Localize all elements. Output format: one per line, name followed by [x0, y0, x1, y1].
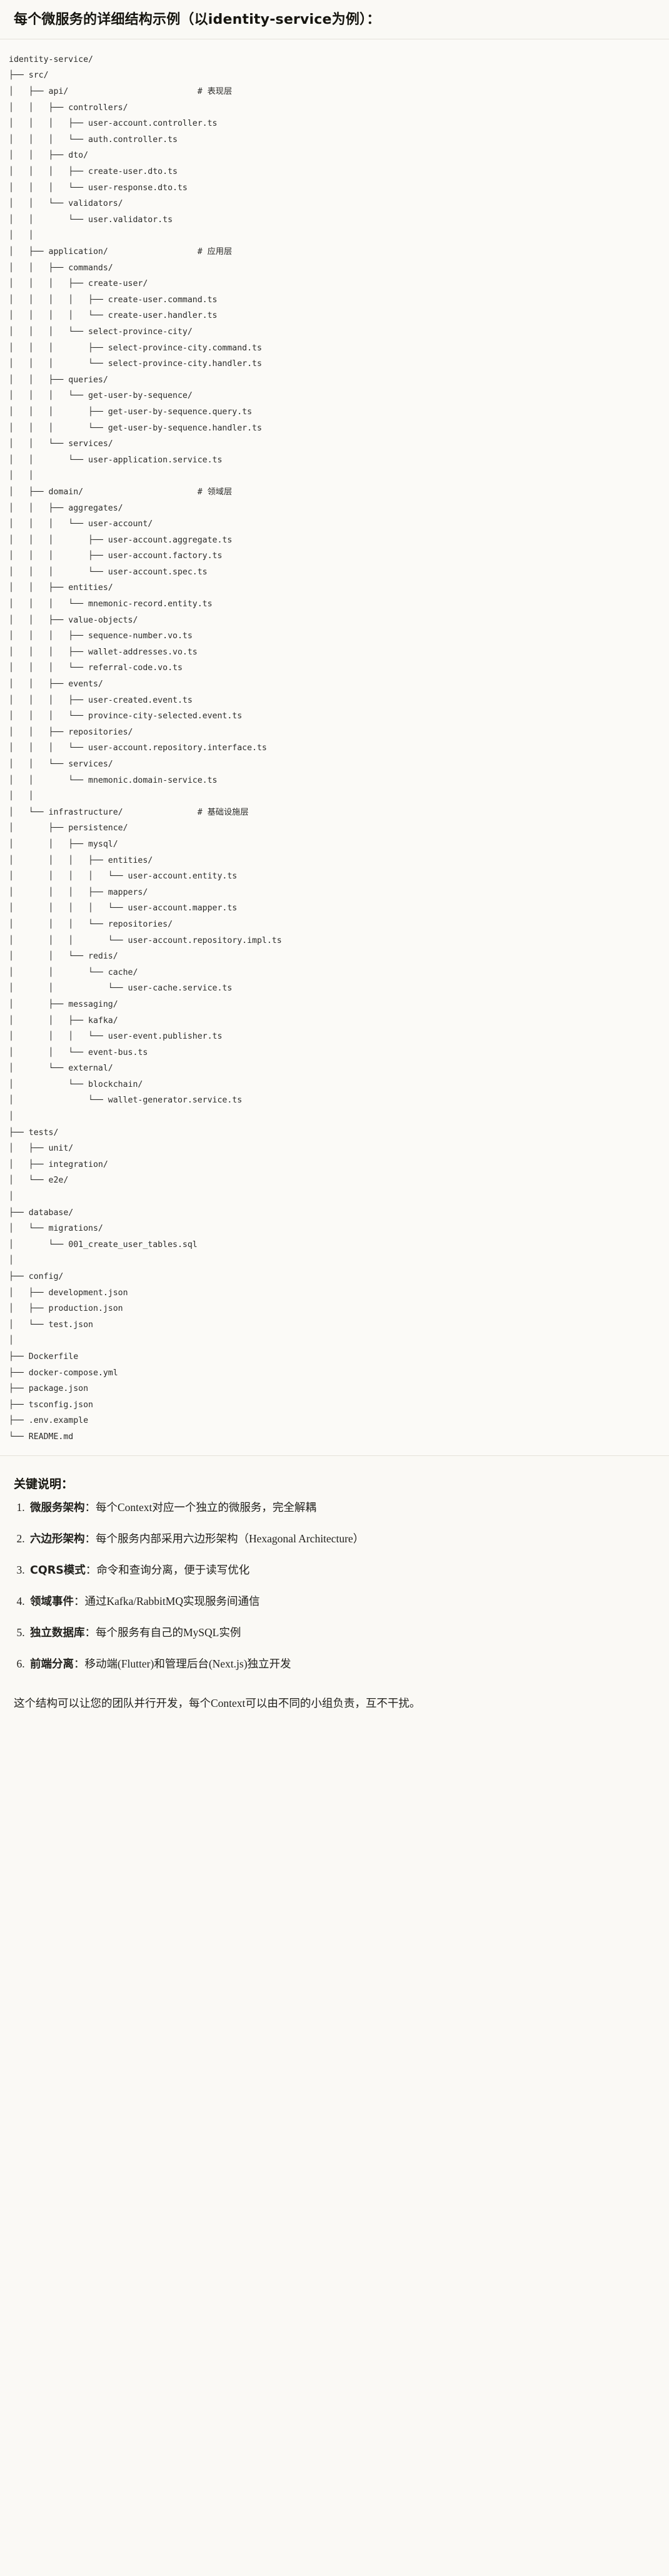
- closing-paragraph: 这个结构可以让您的团队并行开发，每个Context可以由不同的小组负责，互不干扰…: [14, 1697, 421, 1710]
- note-separator: ：: [84, 1500, 96, 1514]
- note-description: 每个服务内部采用六边形架构（Hexagonal Architecture）: [96, 1532, 365, 1545]
- note-description: 每个Context对应一个独立的微服务，完全解耦: [96, 1500, 316, 1514]
- note-description: 通过Kafka/RabbitMQ实现服务间通信: [84, 1594, 260, 1607]
- note-separator: ：: [74, 1594, 85, 1607]
- page-title-text: 每个微服务的详细结构示例（以identity-service为例）：: [14, 12, 381, 28]
- code-block: identity-service/ ├── src/ │ ├── api/ # …: [0, 39, 669, 1455]
- code-block-divider: [0, 1455, 669, 1456]
- key-notes-list: 微服务架构：每个Context对应一个独立的微服务，完全解耦 六边形架构：每个服…: [0, 1494, 669, 1674]
- note-separator: ：: [74, 1657, 85, 1671]
- note-term: 微服务架构: [30, 1501, 85, 1514]
- list-item: CQRS模式：命令和查询分离，便于读写优化: [28, 1562, 655, 1579]
- note-term: 前端分离: [30, 1658, 74, 1671]
- note-separator: ：: [84, 1532, 96, 1545]
- note-description: 每个服务有自己的MySQL实例: [96, 1626, 241, 1639]
- note-separator: ：: [85, 1563, 97, 1576]
- note-term: 领域事件: [30, 1595, 74, 1608]
- directory-tree: identity-service/ ├── src/ │ ├── api/ # …: [9, 54, 282, 1442]
- list-item: 微服务架构：每个Context对应一个独立的微服务，完全解耦: [28, 1499, 655, 1517]
- note-term: 六边形架构: [30, 1532, 85, 1545]
- list-item: 领域事件：通过Kafka/RabbitMQ实现服务间通信: [28, 1593, 655, 1611]
- document-page: 每个微服务的详细结构示例（以identity-service为例）： ident…: [0, 0, 669, 1732]
- list-item: 独立数据库：每个服务有自己的MySQL实例: [28, 1624, 655, 1642]
- note-term: 独立数据库: [30, 1627, 85, 1640]
- note-term: CQRS模式: [30, 1564, 86, 1577]
- list-item: 前端分离：移动端(Flutter)和管理后台(Next.js)独立开发: [28, 1656, 655, 1673]
- page-title: 每个微服务的详细结构示例（以identity-service为例）：: [0, 0, 669, 39]
- key-notes-title: 关键说明：: [14, 1477, 74, 1491]
- list-item: 六边形架构：每个服务内部采用六边形架构（Hexagonal Architectu…: [28, 1530, 655, 1548]
- note-description: 移动端(Flutter)和管理后台(Next.js)独立开发: [84, 1657, 291, 1671]
- note-separator: ：: [84, 1626, 96, 1639]
- note-description: 命令和查询分离，便于读写优化: [96, 1563, 250, 1576]
